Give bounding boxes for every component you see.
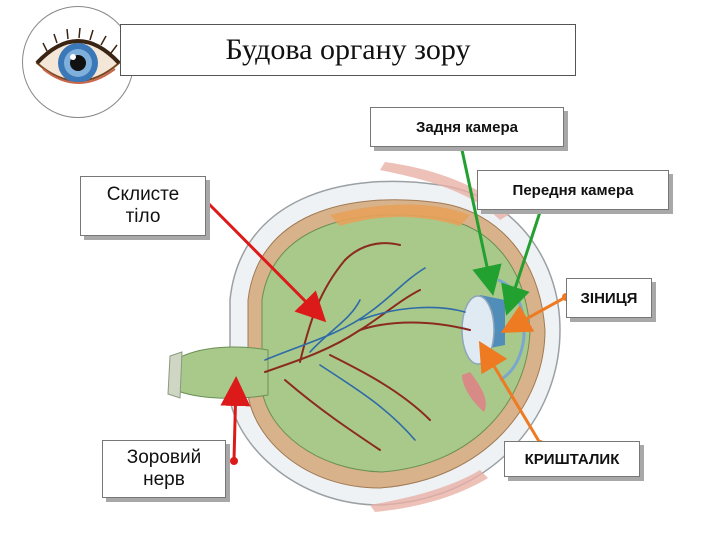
- label-perednya-kamera: Передня камера: [477, 170, 669, 210]
- label-zorovyi-line2: нерв: [127, 469, 202, 491]
- label-sklysté-line2: тіло: [107, 206, 180, 228]
- label-kryshtalyk: КРИШТАЛИК: [504, 441, 640, 477]
- arrow-zorovyi-nerv: [234, 382, 236, 460]
- label-sklysté-tilo: Склисте тіло: [80, 176, 206, 236]
- label-zorovyi-nerv: Зоровий нерв: [102, 440, 226, 498]
- dot-zorovyi-nerv: [230, 457, 238, 465]
- label-sklysté-line1: Склисте: [107, 184, 180, 206]
- label-zinytsya: ЗІНИЦЯ: [566, 278, 652, 318]
- eyeball: [168, 162, 560, 512]
- label-zadnya-kamera: Задня камера: [370, 107, 564, 147]
- label-zorovyi-line1: Зоровий: [127, 447, 202, 469]
